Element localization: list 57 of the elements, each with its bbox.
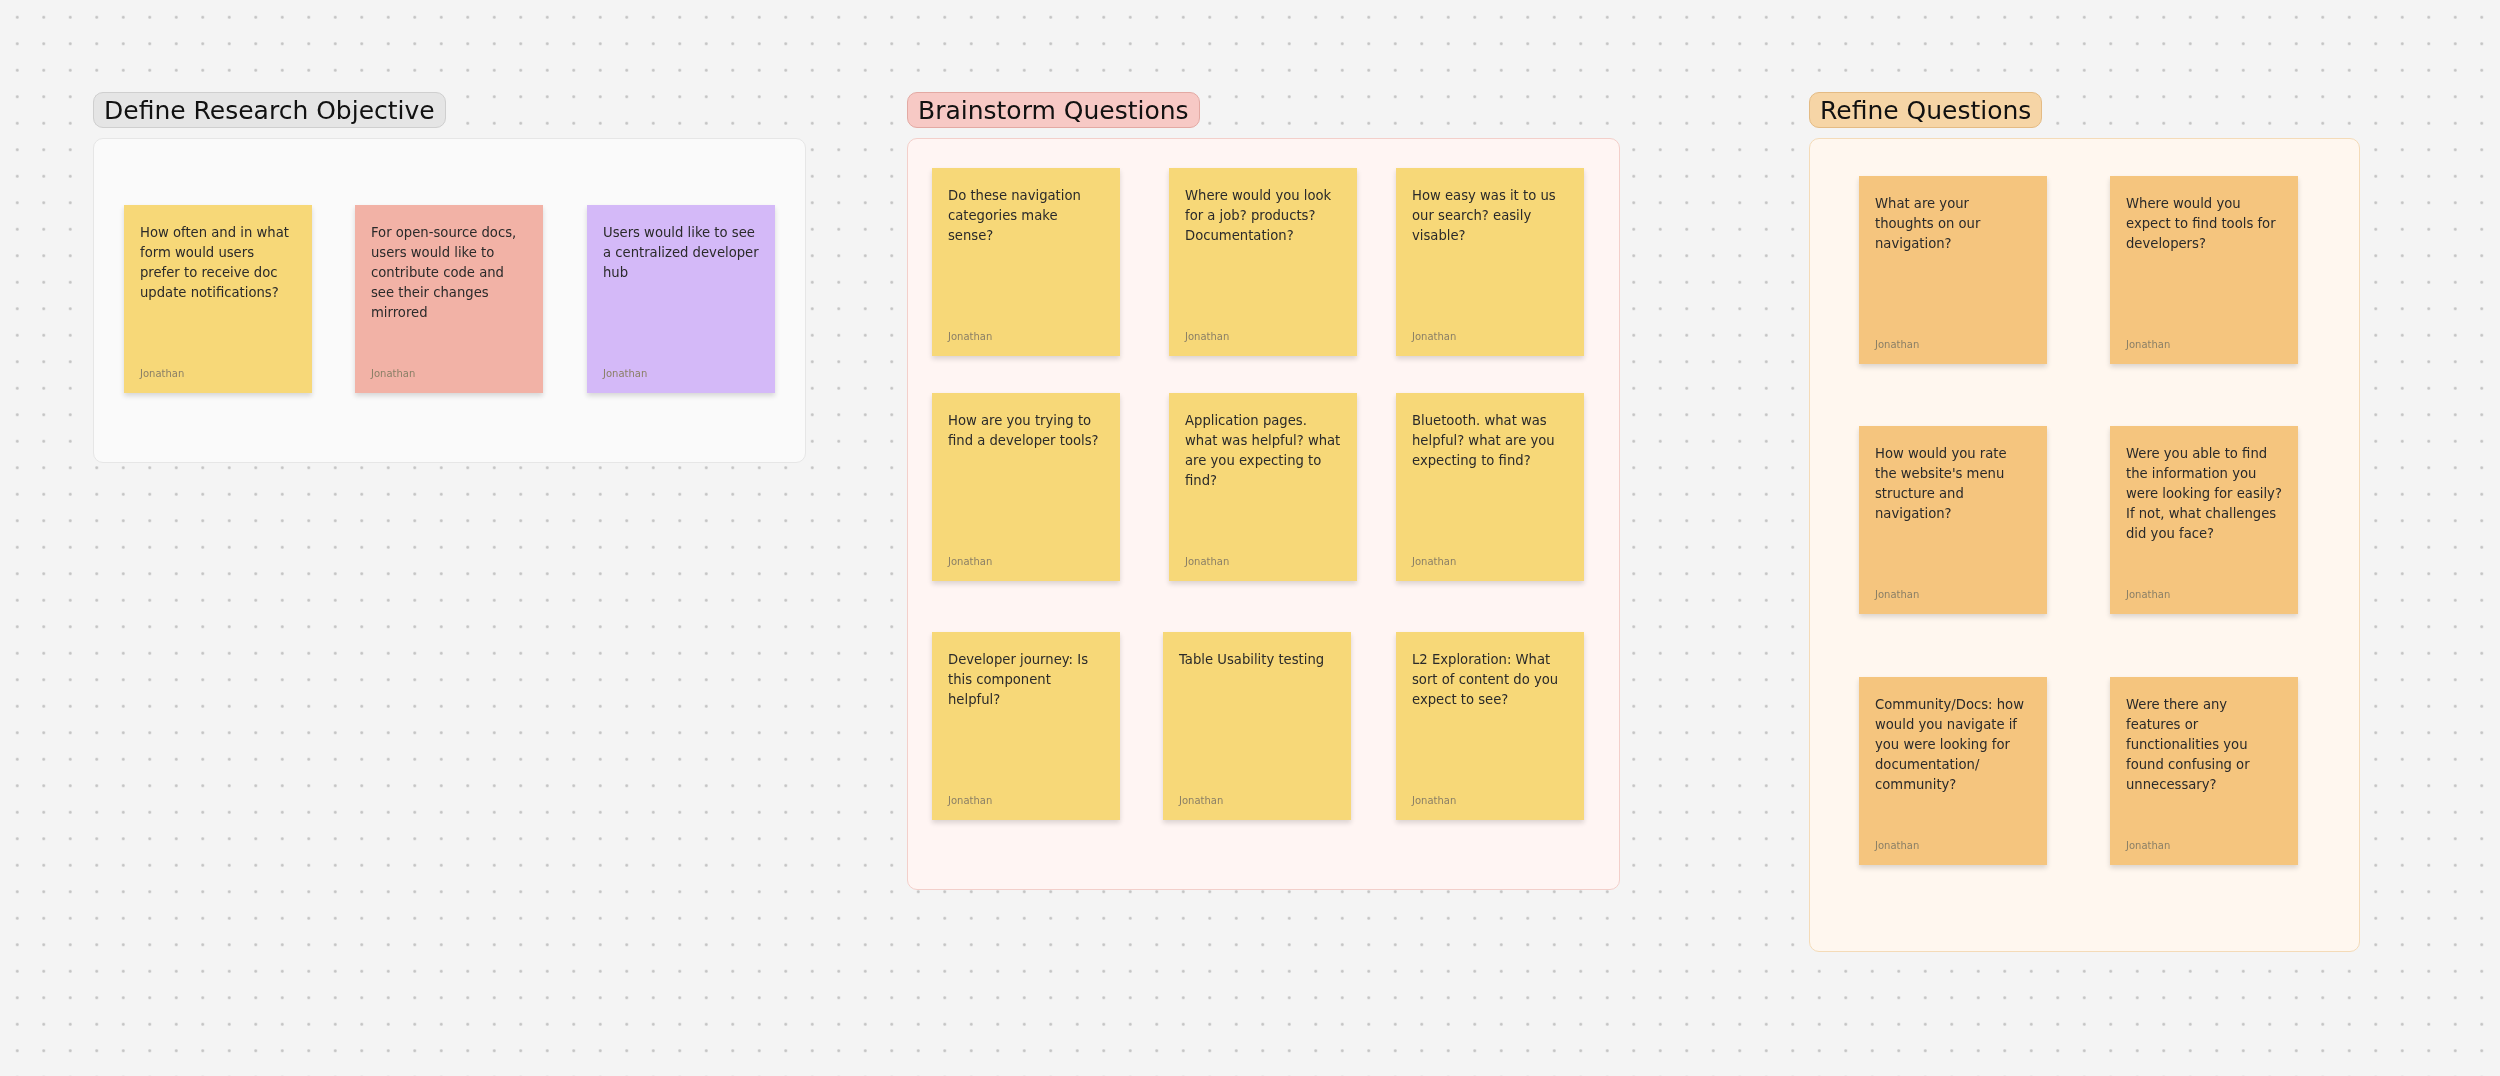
author-name: Jonathan [1875,840,1920,851]
author-name: Jonathan [948,556,993,567]
note-text: Where would you expect to find tools for developers? [2126,195,2277,253]
sticky-note [2110,677,2298,865]
note-text: Table Usability testing [1179,651,1326,669]
sticky-note [2110,176,2298,364]
sticky-note [932,168,1120,356]
note-text: L2 Exploration: What sort of content do you expect to see? [1412,651,1560,709]
section-heading: Refine Questions [1809,92,2043,128]
author-name: Jonathan [2126,840,2171,851]
sticky-note [355,205,543,393]
author-name: Jonathan [1412,556,1457,567]
sticky-note [932,632,1120,820]
author-name: Jonathan [2126,339,2171,350]
note-text: Bluetooth. what was helpful? what are you expecting to find? [1412,412,1556,470]
sticky-note [2110,426,2298,614]
author-name: Jonathan [948,331,993,342]
sticky-note [932,393,1120,581]
author-name: Jonathan [1875,339,1920,350]
author-name: Jonathan [140,368,185,379]
note-text: Users would like to see a centralized developer hub [603,224,759,282]
sticky-note [1396,632,1584,820]
author-name: Jonathan [603,368,648,379]
note-text: How would you rate the website's menu structure and navigation? [1875,445,2008,523]
author-name: Jonathan [371,368,416,379]
sticky-note [1163,632,1351,820]
note-text: How are you trying to find a developer tools? [948,412,1100,450]
section-heading: Brainstorm Questions [907,92,1200,128]
sticky-note [124,205,312,393]
sticky-note [1396,168,1584,356]
author-name: Jonathan [2126,589,2171,600]
note-text: How often and in what form would users prefer to receive doc update notifications? [140,224,290,302]
sticky-note [1859,176,2047,364]
sticky-note [1396,393,1584,581]
section-heading: Define Research Objective [93,92,446,128]
sticky-note [587,205,775,393]
sticky-note [1859,426,2047,614]
author-name: Jonathan [1412,795,1457,806]
note-text: Do these navigation categories make sense? [948,187,1082,245]
note-text: Were there any features or functionalities you found confusing or unnecessary? [2126,696,2251,794]
author-name: Jonathan [1185,331,1230,342]
note-text: How easy was it to us our search? easily visable? [1412,187,1557,245]
note-text: What are your thoughts on our navigation? [1875,195,1982,253]
author-name: Jonathan [1179,795,1224,806]
note-text: Community/Docs: how would you navigate if you were looking for documentation/ community? [1875,696,2025,794]
author-name: Jonathan [1185,556,1230,567]
note-text: For open-source docs, users would like to contribute code and see their changes mirrored [371,224,518,322]
author-name: Jonathan [1875,589,1920,600]
sticky-note [1169,393,1357,581]
note-text: Developer journey: Is this component helpful? [948,651,1089,709]
sticky-note [1859,677,2047,865]
author-name: Jonathan [1412,331,1457,342]
note-text: Where would you look for a job? products? Documentation? [1185,187,1333,245]
sticky-note [1169,168,1357,356]
author-name: Jonathan [948,795,993,806]
note-text: Were you able to find the information you were looking for easily? If not, what challenges did you face? [2126,445,2282,543]
note-text: Application pages. what was helpful? what are you expecting to find? [1185,412,1341,490]
